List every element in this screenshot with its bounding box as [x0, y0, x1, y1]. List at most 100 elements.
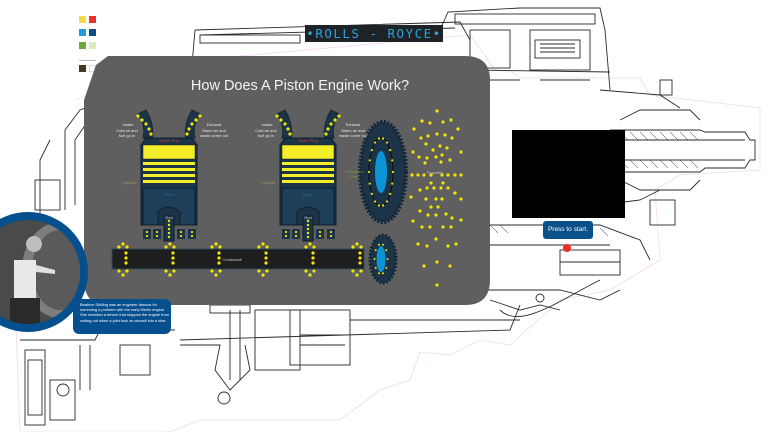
propeller-led — [440, 197, 444, 201]
crank-led — [171, 251, 175, 255]
propeller-led — [434, 155, 438, 159]
spark-plug-label-1: Spark Plug — [159, 138, 179, 143]
propeller-led — [441, 181, 445, 185]
propeller-led — [409, 195, 413, 199]
gear-led — [374, 249, 377, 252]
reduction-gear-hub — [375, 151, 387, 193]
rod-led — [167, 219, 171, 223]
crank-led — [355, 242, 359, 246]
cylinder-ring-2b — [282, 168, 334, 171]
crank-led — [358, 256, 362, 260]
cylinder-label-1: Cylinder — [121, 180, 137, 185]
crank-led — [304, 269, 308, 273]
crank-led — [312, 269, 316, 273]
exhaust-desc-2a: Warm air and — [341, 128, 365, 133]
gear-led — [370, 149, 373, 152]
rod-label-2: Rod — [304, 215, 312, 220]
gear-led — [385, 141, 389, 144]
propeller-led — [459, 150, 463, 154]
crank-led — [168, 273, 172, 277]
propeller-led — [435, 109, 439, 113]
propeller-led — [416, 242, 420, 246]
crank-led — [311, 261, 315, 265]
crank-led — [218, 245, 222, 249]
reduction-gear-label-b: Gear — [349, 174, 359, 179]
crank-led — [264, 256, 268, 260]
swatch-dark-olive — [79, 65, 86, 72]
propeller-led — [418, 209, 422, 213]
propeller-led — [424, 142, 428, 146]
crank-led — [117, 269, 121, 273]
propeller-led — [434, 213, 438, 217]
crank-led — [265, 269, 269, 273]
valve-led — [198, 114, 202, 118]
gear-led — [367, 170, 371, 174]
drive-gear-small — [368, 233, 398, 285]
mount-led — [318, 234, 322, 238]
bio-text: Beatrice Shilling was an engineer famous… — [80, 302, 169, 323]
reduction-gear — [358, 120, 408, 224]
valve-led — [288, 132, 292, 136]
rod-led — [167, 227, 171, 231]
valve-led — [337, 114, 341, 118]
crank-led — [171, 256, 175, 260]
propeller-led — [443, 133, 447, 137]
crank-led — [214, 273, 218, 277]
propeller-led — [441, 120, 445, 124]
crank-led — [121, 273, 125, 277]
crank-led — [172, 269, 176, 273]
gear-led — [391, 170, 395, 174]
press-to-start-button[interactable]: Press to start. — [543, 221, 593, 239]
valve-led — [136, 114, 140, 118]
mount-led — [155, 234, 159, 238]
crank-led — [261, 273, 265, 277]
propeller-led — [432, 186, 436, 190]
propeller-led — [412, 127, 416, 131]
crank-led — [217, 251, 221, 255]
mount-led — [190, 234, 194, 238]
mount-led — [329, 234, 333, 238]
propeller-led — [450, 136, 454, 140]
cylinder-ring-1d — [143, 180, 195, 183]
gear-led — [381, 137, 385, 140]
propeller-led — [411, 219, 415, 223]
exhaust-desc-2b: waste come out — [338, 133, 367, 138]
valve-led — [286, 127, 290, 131]
gear-led — [377, 243, 380, 246]
crank-led — [265, 245, 269, 249]
crank-led — [359, 269, 363, 273]
propeller-led — [436, 205, 440, 209]
mount-led — [179, 230, 183, 234]
crank-led — [312, 245, 316, 249]
propeller-led — [425, 156, 429, 160]
rod-led — [306, 231, 310, 235]
reduction-gear-label-a: Reduction — [344, 169, 363, 174]
mount-led — [284, 230, 288, 234]
gear-led — [373, 200, 377, 203]
crank-led — [311, 256, 315, 260]
rod-led — [306, 223, 310, 227]
gear-led — [385, 249, 388, 252]
propeller-led — [420, 119, 424, 123]
gear-led — [391, 159, 394, 162]
crank-led — [172, 245, 176, 249]
cylinder-ring-2a — [282, 162, 334, 165]
crank-led — [210, 269, 214, 273]
exhaust-label-1: Exhaust — [206, 122, 222, 127]
propeller-led — [420, 225, 424, 229]
propeller-led — [459, 218, 463, 222]
video-screen — [512, 130, 625, 218]
propeller-led — [453, 173, 457, 177]
crank-led — [358, 251, 362, 255]
crank-led — [217, 261, 221, 265]
gear-led — [389, 149, 392, 152]
mount-led — [294, 234, 298, 238]
piston-label-1: Piston — [163, 192, 175, 197]
cylinder-assembly-2 — [276, 109, 340, 242]
cylinder-ring-2d — [282, 180, 334, 183]
propeller-led — [438, 144, 442, 148]
propeller-led — [425, 186, 429, 190]
propeller-led — [422, 264, 426, 268]
swatch-green — [79, 42, 86, 49]
gear-led — [391, 182, 394, 185]
